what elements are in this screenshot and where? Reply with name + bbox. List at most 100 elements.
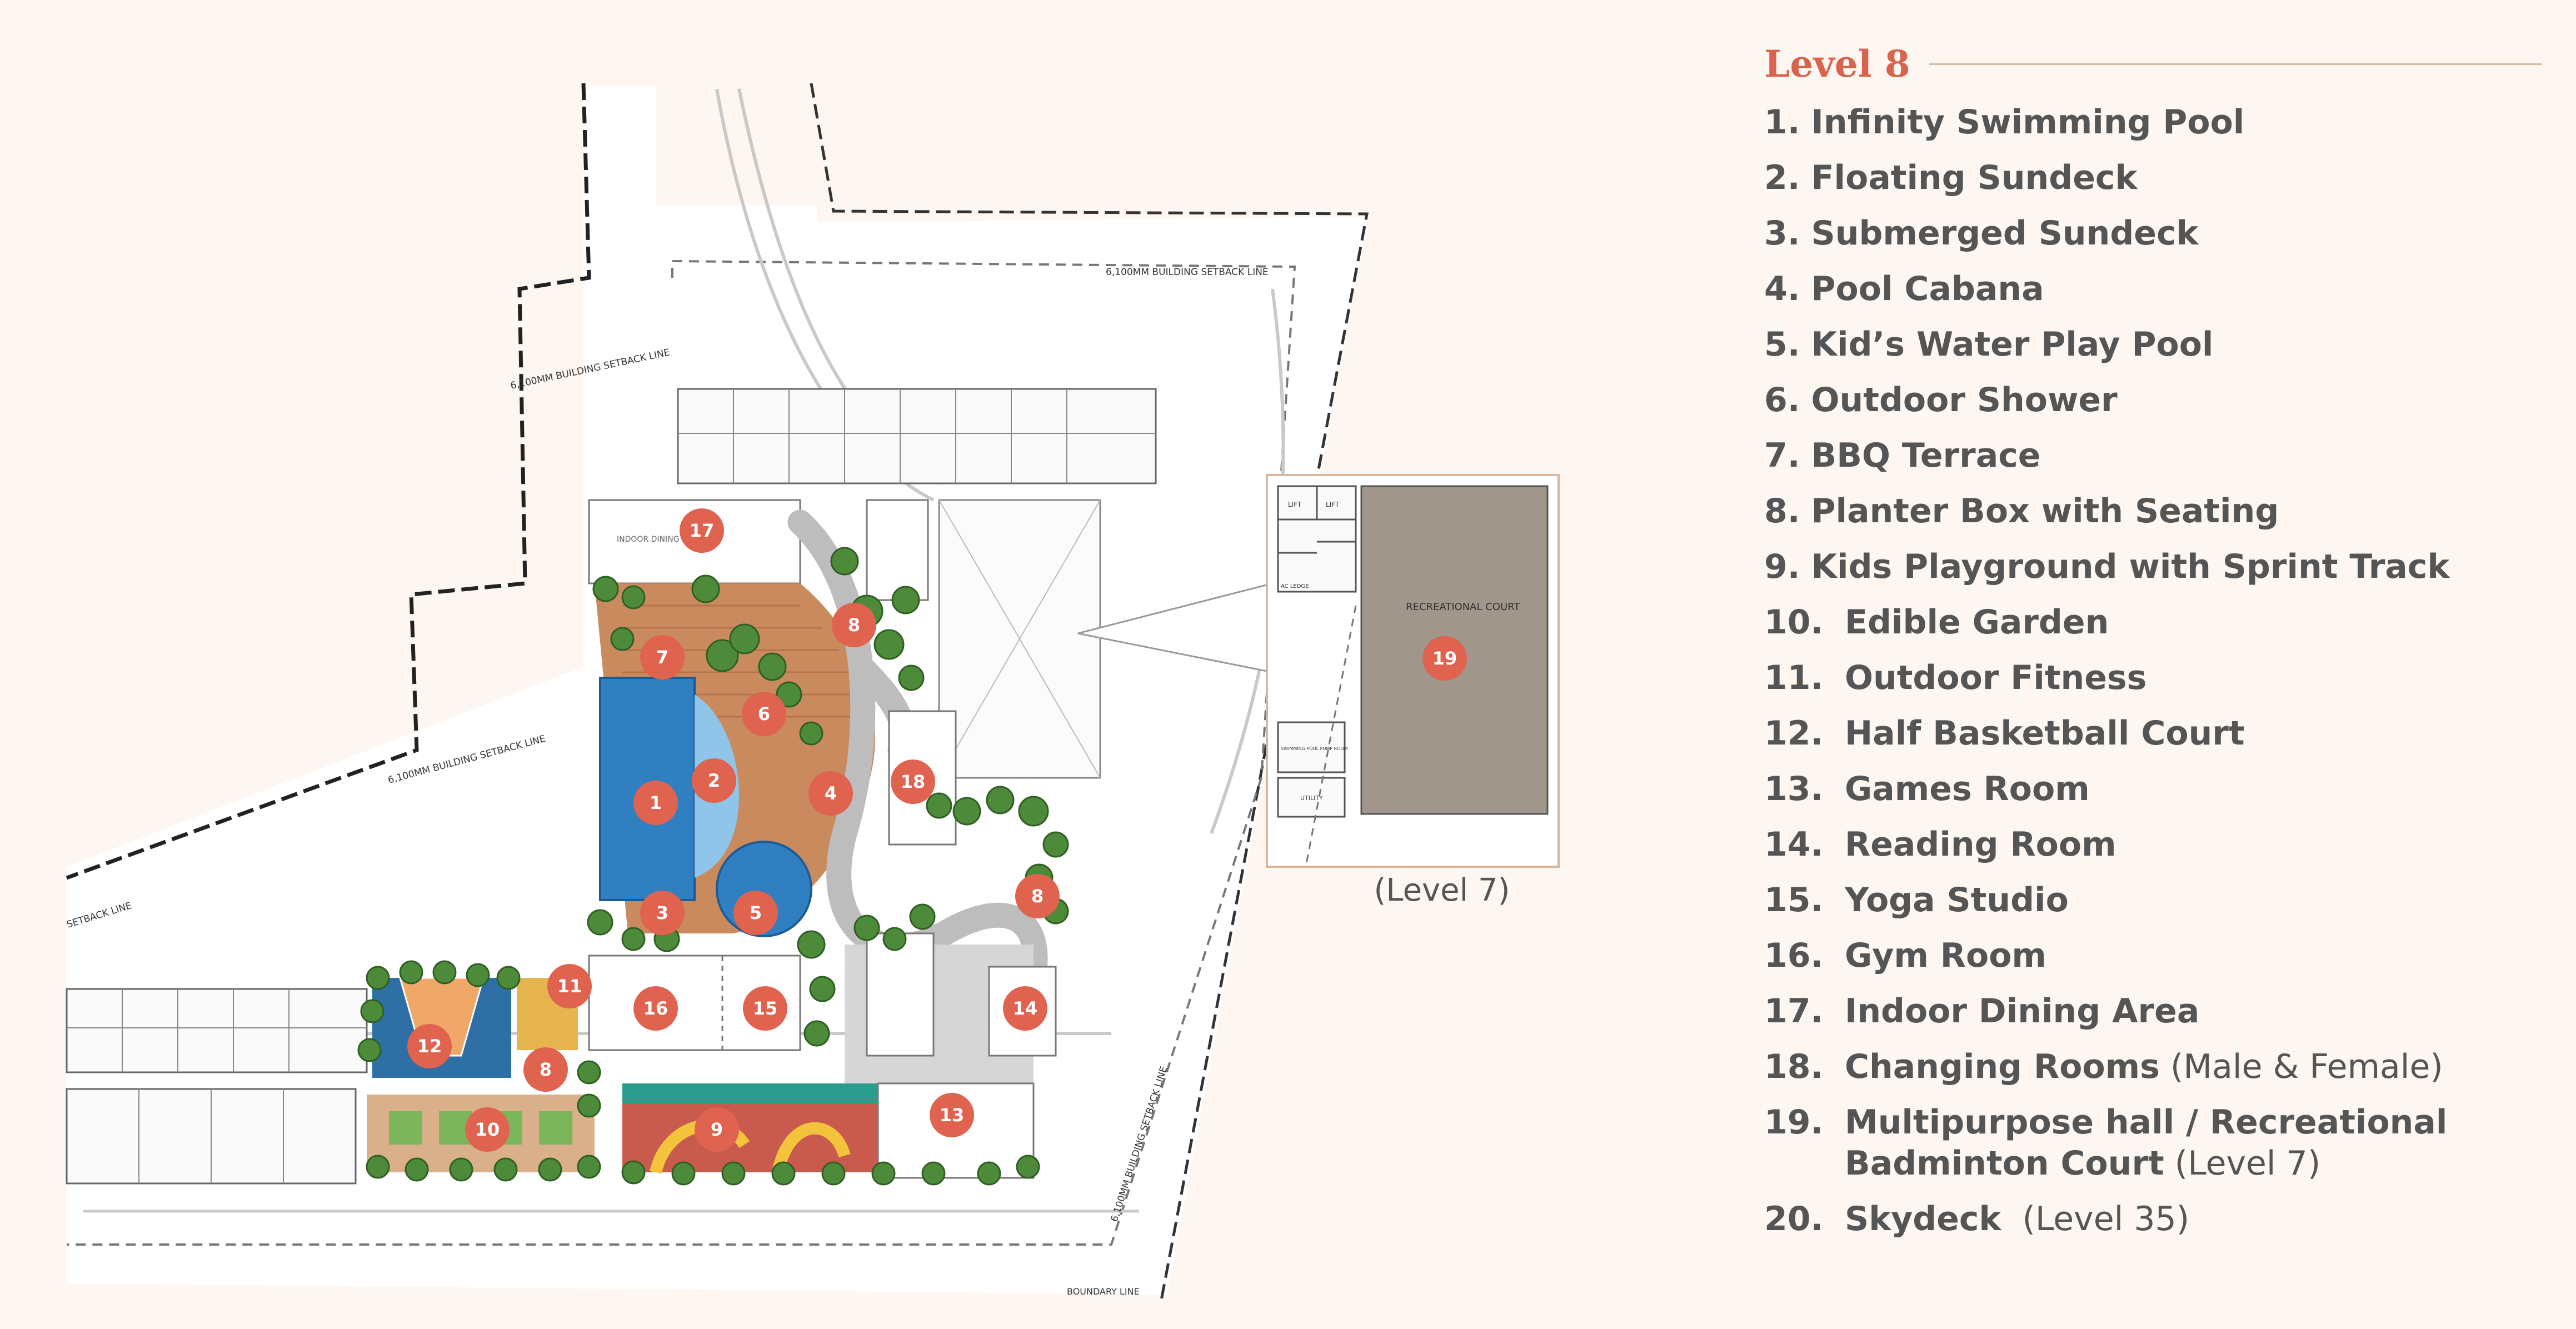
pump-room xyxy=(1277,721,1346,773)
marker-14: 14 xyxy=(1003,986,1047,1031)
item-name: Changing Rooms xyxy=(1845,1047,2160,1086)
item-number: 11. xyxy=(1764,658,1824,697)
list-item: 7.BBQ Terrace xyxy=(1764,428,2542,483)
marker-11: 11 xyxy=(547,964,592,1008)
svg-text:11: 11 xyxy=(557,976,582,997)
item-name: Half Basketball Court xyxy=(1845,714,2245,753)
item-note: (Male & Female) xyxy=(2159,1047,2443,1086)
item-name: Pool Cabana xyxy=(1811,269,2044,308)
list-item: 5. Kid’s Water Play Pool xyxy=(1764,317,2542,372)
svg-text:3: 3 xyxy=(656,902,668,923)
room-label: SWIMMING POOL PUMP ROOM xyxy=(1281,746,1348,751)
list-item: 16.Gym Room xyxy=(1764,928,2542,983)
marker-5: 5 xyxy=(733,891,778,935)
item-name: Floating Sundeck xyxy=(1811,158,2138,197)
list-item: 1.Infinity Swimming Pool xyxy=(1764,94,2542,150)
amenity-markers: 1 2 3 4 5 6 7 8 8 8 9 10 11 12 13 14 15 … xyxy=(407,508,1467,1152)
svg-text:4: 4 xyxy=(825,783,837,804)
site-plan: 6,100MM BUILDING SETBACK LINE 6,100MM BU… xyxy=(66,83,1560,1301)
room-label: LIFT xyxy=(1288,501,1302,508)
item-number: 4. xyxy=(1764,269,1800,308)
list-item: 10. Edible Garden xyxy=(1764,594,2542,650)
item-number: 14. xyxy=(1764,825,1824,864)
item-name: Outdoor Shower xyxy=(1811,381,2118,419)
svg-text:9: 9 xyxy=(711,1119,723,1140)
roof-cross xyxy=(938,499,1101,778)
item-name: Planter Box with Seating xyxy=(1811,492,2279,531)
room-label: RECREATIONAL COURT xyxy=(1406,601,1520,613)
item-name: Indoor Dining Area xyxy=(1845,992,2200,1031)
boundary-label: BOUNDARY LINE xyxy=(1067,1286,1140,1297)
list-item: 6.Outdoor Shower xyxy=(1764,372,2542,428)
townhouse-units xyxy=(66,988,368,1073)
list-item: 15.Yoga Studio xyxy=(1764,872,2542,928)
trees xyxy=(357,547,1069,1186)
svg-text:19: 19 xyxy=(1432,648,1457,669)
level-title: Level 8 xyxy=(1764,42,1910,86)
item-name: Outdoor Fitness xyxy=(1845,658,2147,697)
townhouse-walls xyxy=(138,1089,284,1183)
list-item: 8.Planter Box with Seating xyxy=(1764,483,2542,539)
svg-text:6: 6 xyxy=(758,703,770,725)
heading-rule xyxy=(1929,63,2542,65)
marker-9: 9 xyxy=(695,1107,739,1152)
list-item: 17. Indoor Dining Area xyxy=(1764,983,2542,1039)
svg-text:8: 8 xyxy=(1031,886,1044,907)
marker-3: 3 xyxy=(640,891,685,935)
marker-15: 15 xyxy=(743,986,787,1031)
marker-8c: 8 xyxy=(523,1047,568,1092)
svg-text:8: 8 xyxy=(540,1059,552,1080)
item-number: 17. xyxy=(1764,992,1824,1031)
marker-12: 12 xyxy=(407,1024,452,1068)
svg-text:12: 12 xyxy=(417,1036,442,1057)
marker-6: 6 xyxy=(742,692,786,736)
svg-text:15: 15 xyxy=(753,998,778,1019)
svg-text:14: 14 xyxy=(1013,998,1038,1019)
boundary-line xyxy=(66,83,591,880)
list-item: 20. Skydeck (Level 35) xyxy=(1764,1191,2542,1247)
item-name: Kid’s Water Play Pool xyxy=(1811,325,2214,364)
marker-13: 13 xyxy=(930,1093,974,1137)
item-name: Skydeck xyxy=(1845,1200,2001,1238)
item-name: BBQ Terrace xyxy=(1811,436,2041,475)
item-name: Kids Playground with Sprint Track xyxy=(1811,547,2450,586)
item-note: (Level 35) xyxy=(2001,1200,2190,1238)
item-number: 2. xyxy=(1764,158,1800,197)
item-number: 19. xyxy=(1764,1103,1824,1142)
item-number: 5. xyxy=(1764,325,1800,364)
item-name: Games Room xyxy=(1845,770,2090,808)
marker-7: 7 xyxy=(640,635,685,680)
townhouse-units xyxy=(677,388,1157,484)
svg-text:5: 5 xyxy=(750,902,762,923)
lift-lobby xyxy=(866,499,929,601)
marker-18: 18 xyxy=(891,760,935,804)
marker-16: 16 xyxy=(633,986,678,1031)
svg-text:1: 1 xyxy=(650,792,662,813)
setback-label: 6,100MM BUILDING SETBACK LINE xyxy=(1106,267,1269,278)
room-label: INDOOR DINING xyxy=(617,535,679,544)
list-item: 13. Games Room xyxy=(1764,761,2542,817)
sprint-track xyxy=(622,1083,878,1103)
item-number: 1. xyxy=(1764,103,1800,142)
svg-text:2: 2 xyxy=(708,770,720,791)
room-label: AC LEDGE xyxy=(1281,583,1309,589)
marker-10: 10 xyxy=(465,1107,510,1152)
marker-1: 1 xyxy=(633,781,678,825)
svg-text:17: 17 xyxy=(690,520,715,541)
service-block xyxy=(866,932,935,1057)
lift-cells xyxy=(1278,486,1356,554)
marker-19: 19 xyxy=(1422,636,1467,681)
svg-text:8: 8 xyxy=(848,614,860,636)
item-number: 13. xyxy=(1764,770,1824,808)
item-name: Multipurpose hall / Recreational xyxy=(1845,1103,2448,1142)
item-number: 10. xyxy=(1764,603,1824,642)
item-name: Edible Garden xyxy=(1845,603,2109,642)
marker-2: 2 xyxy=(692,758,736,803)
item-note: (Level 7) xyxy=(2164,1144,2321,1183)
list-item: 4. Pool Cabana xyxy=(1764,261,2542,317)
inset-caption: (Level 7) xyxy=(1374,872,1510,908)
list-item: 9.Kids Playground with Sprint Track xyxy=(1764,539,2542,594)
room-label: UTILITY xyxy=(1300,795,1323,802)
item-number: 20. xyxy=(1764,1200,1824,1238)
item-name: Submerged Sundeck xyxy=(1811,214,2199,253)
